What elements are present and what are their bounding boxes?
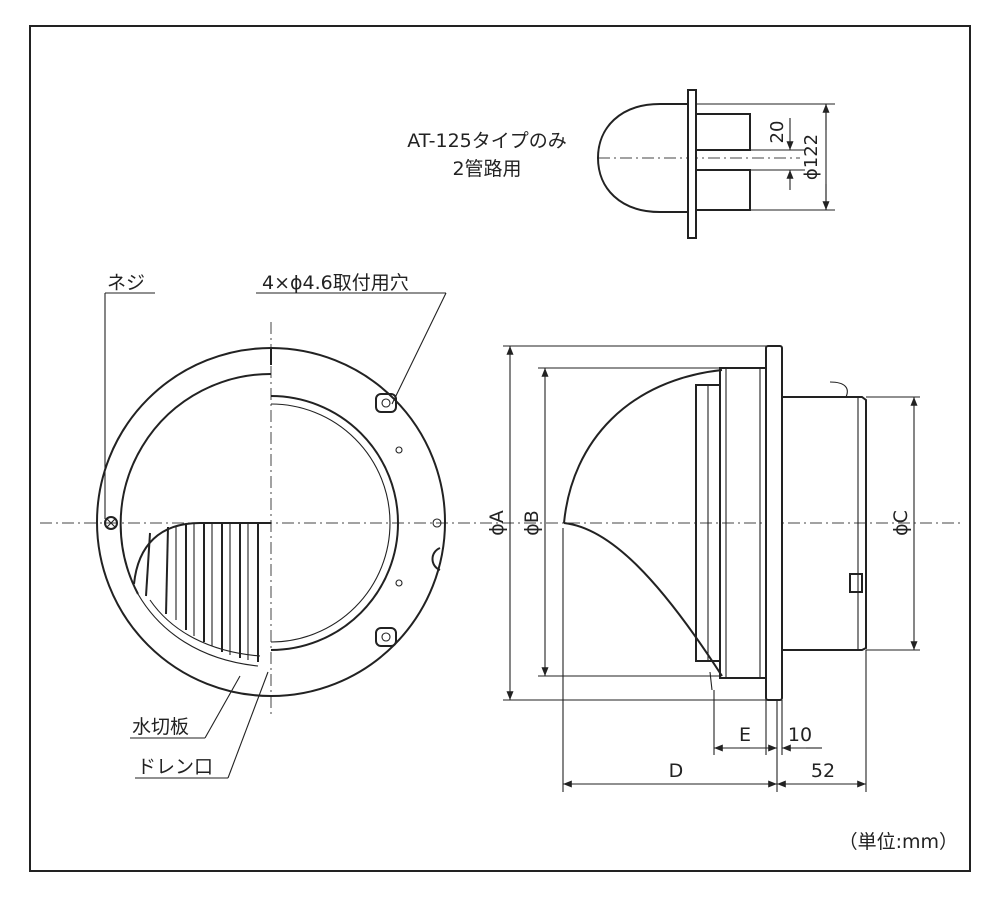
- screw-label: ネジ: [107, 272, 145, 294]
- inset-dim-gap: 20: [767, 121, 788, 144]
- dim-E-label: E: [739, 724, 751, 746]
- front-view: [40, 292, 480, 779]
- dim-B-label: ϕB: [521, 510, 543, 536]
- screw-icon: [104, 516, 118, 530]
- inset-twin-pipe-view: 20 ϕ122: [596, 89, 835, 239]
- mounting-hole-top: [375, 393, 397, 413]
- mounting-holes-label: 4×ϕ4.6取付用穴: [262, 272, 409, 294]
- louvers: [145, 524, 259, 662]
- dim-C-label: ϕC: [890, 510, 912, 536]
- side-view-dimensions: [503, 345, 920, 792]
- inset-label-line2: 2管路用: [452, 158, 521, 180]
- dim-D-label: D: [669, 760, 684, 782]
- drawing-frame: [29, 25, 971, 872]
- inset-label-line1: AT-125タイプのみ: [407, 130, 567, 152]
- inset-dim-diameter: ϕ122: [801, 134, 822, 180]
- dim-A-label: ϕA: [486, 510, 508, 536]
- unit-note: （単位:mm）: [839, 831, 958, 853]
- side-view: [480, 345, 960, 701]
- water-cut-plate-label: 水切板: [132, 716, 189, 738]
- dim-52-label: 52: [811, 760, 835, 782]
- mounting-hole-bottom: [375, 627, 397, 647]
- dim-10-label: 10: [788, 724, 812, 746]
- drain-label: ドレン口: [137, 756, 213, 778]
